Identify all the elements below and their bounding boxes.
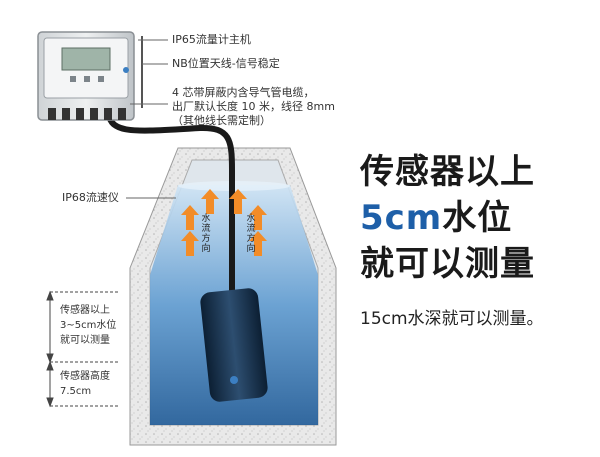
sensor-callout: IP68流速仪 [62,191,119,204]
flow-label-left: 水 流 方 向 [201,214,211,254]
cable-callout-line1: 4 芯带屏蔽内含导气管电缆， [172,86,315,99]
sensor-cable [105,105,235,293]
flow-label-left-char: 方 [201,234,211,244]
cable-callout-line2: 出厂默认长度 10 米，线径 8mm [172,100,335,113]
subline: 15cm水深就可以测量。 [360,309,544,329]
flow-label-right-char: 向 [246,244,256,254]
headline-line3: 就可以测量 [360,244,535,284]
headline-line2: 5cm水位 [360,198,512,238]
upper-dimension-line1: 传感器以上 [60,305,110,316]
antenna-callout: NB位置天线-信号稳定 [172,57,280,70]
headline-accent: 5cm [360,198,443,238]
flow-label-right-char: 水 [246,214,256,224]
lower-dimension-line2: 7.5cm [60,386,92,397]
cable-callout-line3: （其他线长需定制） [172,114,271,127]
flowmeter-host-device [37,31,135,121]
flow-arrows-right [229,189,267,256]
callout-lines [126,39,176,199]
flow-label-right-char: 方 [246,234,256,244]
flow-label-right: 水 流 方 向 [246,214,256,254]
upper-dimension-line3: 就可以测量 [60,335,110,346]
host-callout: IP65流量计主机 [172,33,251,46]
flow-label-right-char: 流 [246,224,256,234]
flow-label-left-char: 流 [201,224,211,234]
flow-label-left-char: 水 [201,214,211,224]
flow-sensor [200,288,268,402]
lower-dimension-line1: 传感器高度 [60,371,110,382]
upper-dimension-line2: 3~5cm水位 [60,320,117,331]
headline-line1: 传感器以上 [360,152,535,192]
flow-arrows-left [181,189,219,256]
headline-line2-rest: 水位 [442,198,513,238]
dimension-markers [46,290,120,408]
flow-label-left-char: 向 [201,244,211,254]
